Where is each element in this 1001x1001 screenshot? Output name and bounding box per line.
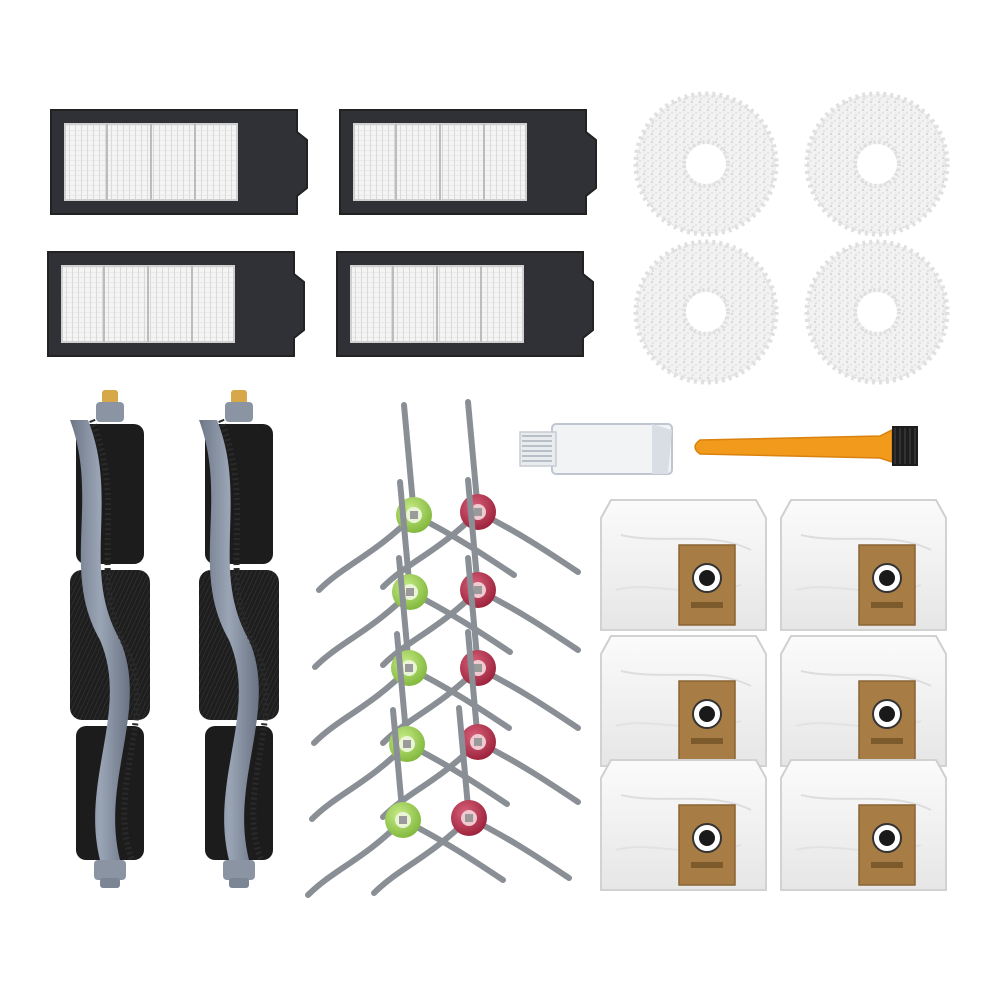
dust-bag-icon: [780, 635, 947, 767]
mop-pad-icon: [807, 94, 947, 234]
dust-bag-icon: [600, 499, 767, 631]
hepa-filter-icon: [47, 251, 305, 357]
side-brush-icon: [374, 708, 569, 893]
dust-bag-icon: [780, 499, 947, 631]
roller-brush-icon: [70, 390, 150, 888]
hepa-filter-icon: [339, 109, 597, 215]
dust-bags: [600, 499, 947, 891]
roller-brush-icon: [199, 390, 279, 888]
side-brushes: [308, 402, 578, 895]
mop-pads: [636, 94, 947, 382]
hepa-filter-icon: [336, 251, 594, 357]
cleaning-brush-icon: [694, 426, 918, 466]
side-brush-icon: [383, 632, 578, 817]
dust-bag-icon: [600, 759, 767, 891]
roller-brushes: [70, 390, 279, 888]
side-brush-icon: [308, 710, 503, 895]
hepa-filter-icon: [50, 109, 308, 215]
mop-pad-icon: [636, 242, 776, 382]
cleaning-tool-icon: [519, 423, 673, 475]
dust-bag-icon: [600, 635, 767, 767]
mop-pad-icon: [636, 94, 776, 234]
dust-bag-icon: [780, 759, 947, 891]
hepa-filters: [47, 109, 597, 357]
mop-pad-icon: [807, 242, 947, 382]
